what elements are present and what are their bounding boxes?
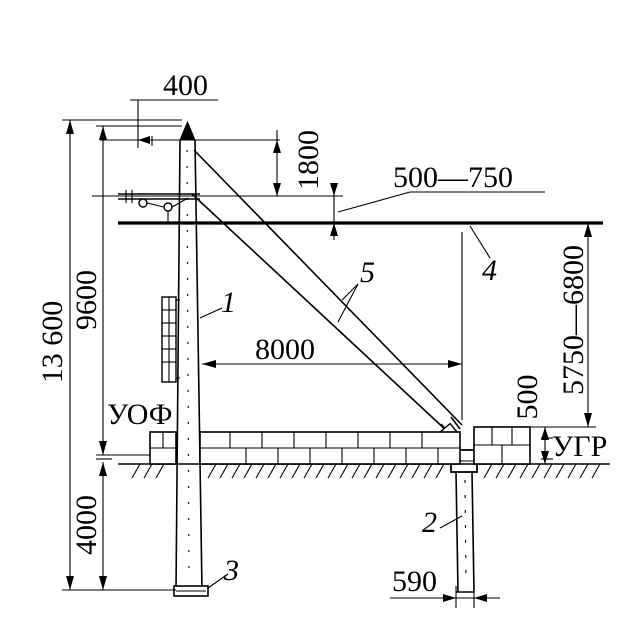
level-ground: УГР (552, 430, 607, 463)
dim-total-height: 13 600 (36, 301, 69, 384)
dim-span: 8000 (255, 333, 315, 366)
dim-bracket-height: 1800 (292, 130, 325, 190)
dimension-lines (62, 99, 596, 608)
dim-footing-width: 590 (392, 565, 437, 598)
dim-top-offset: 400 (163, 69, 208, 102)
dim-plinth: 500 (511, 375, 544, 420)
ground-surface (118, 463, 610, 479)
support-pole (173, 120, 209, 597)
cantilever-bracket (118, 190, 200, 223)
callout-pole: 1 (221, 286, 236, 319)
callout-foundation-block: 2 (422, 506, 437, 539)
insulator-string (161, 296, 180, 383)
platform-right (473, 426, 531, 465)
dim-wire-height: 5750—6800 (557, 245, 590, 395)
platform-left (149, 431, 461, 465)
callout-base-plate: 3 (223, 554, 239, 587)
dim-depth: 4000 (70, 495, 103, 555)
dim-wire-gap: 500—750 (393, 161, 513, 194)
callout-contact-wire: 4 (482, 254, 497, 287)
dim-upper-height: 9600 (70, 270, 103, 330)
callout-guy-rods: 5 (360, 256, 375, 289)
level-foundation: УОФ (107, 398, 172, 431)
